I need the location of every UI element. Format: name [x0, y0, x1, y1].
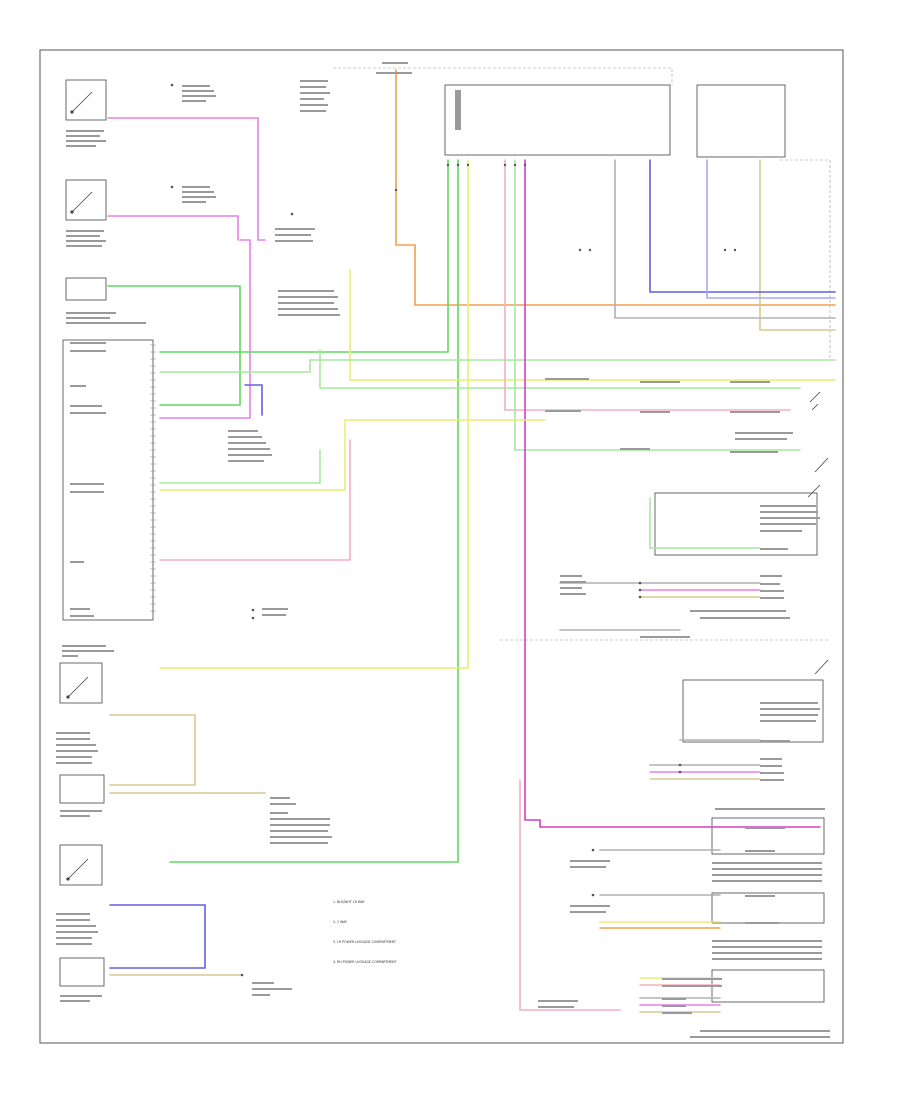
note-1: 1. BLK/WHT 18 WAY — [333, 900, 365, 904]
wires — [107, 69, 836, 1013]
legend-notes: 1. BLK/WHT 18 WAY 2. 2 WAY 3. LH POWER L… — [333, 900, 396, 964]
note-2: 2. 2 WAY — [333, 920, 347, 924]
switch-symbols — [66, 91, 829, 881]
module-pin-ticks — [150, 344, 156, 612]
label-marks — [56, 62, 830, 1038]
component-boxes — [59, 79, 825, 1003]
connector-pins — [170, 83, 737, 977]
diagram-border — [39, 49, 844, 1044]
note-4: 4. RH POWER LUGGAGE COMPARTMENT — [333, 960, 396, 964]
dashed-boxes — [333, 67, 831, 641]
note-3: 3. LH POWER LUGGAGE COMPARTMENT — [333, 940, 396, 944]
